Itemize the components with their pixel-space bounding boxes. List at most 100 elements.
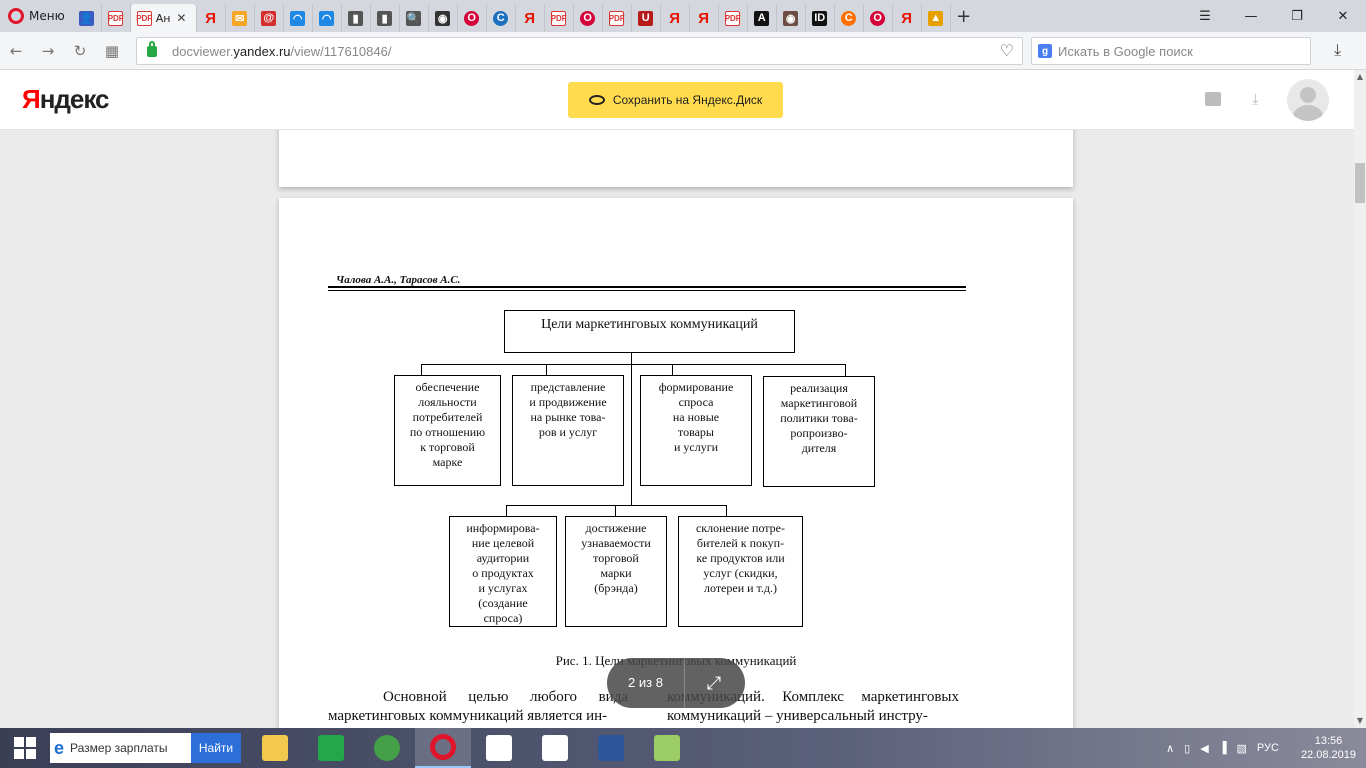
browser-tab[interactable]: O <box>458 4 487 32</box>
opera-icon: O <box>580 10 596 26</box>
blank-document-icon <box>486 735 512 761</box>
browser-tab[interactable]: PDF <box>545 4 574 32</box>
browser-tab[interactable]: Я <box>197 4 226 32</box>
download-icon[interactable]: ⤓ <box>1252 90 1259 108</box>
browser-tab[interactable]: ◠ <box>284 4 313 32</box>
close-icon[interactable]: ✕ <box>176 11 187 25</box>
url-prefix: docviewer. <box>172 43 234 59</box>
taskbar-app[interactable] <box>247 728 303 768</box>
bookmark-heart-icon[interactable]: ♡ <box>999 43 1014 60</box>
browser-tab[interactable]: PDF <box>603 4 632 32</box>
wave-icon: ◠ <box>290 10 306 26</box>
tabs-menu-icon[interactable]: ☰ <box>1199 8 1211 24</box>
speed-dial-icon[interactable]: ▦ <box>104 41 120 60</box>
yandex-icon: Я <box>901 9 913 27</box>
opera-menu-button[interactable]: Меню <box>0 0 73 32</box>
ring-icon: C <box>841 10 857 26</box>
scroll-up-icon[interactable]: ▲ <box>1356 72 1364 81</box>
connector-line <box>672 364 673 375</box>
browser-tab[interactable]: Я <box>516 4 545 32</box>
start-button[interactable] <box>0 728 50 768</box>
browser-tab[interactable]: ▲ <box>922 4 951 32</box>
phone-icon <box>654 735 680 761</box>
downloads-icon[interactable]: ⤓ <box>1334 40 1342 59</box>
browser-tab[interactable]: PDF <box>102 4 131 32</box>
globe-icon: ◉ <box>435 10 451 26</box>
back-arrow-icon[interactable]: ← <box>9 41 23 60</box>
browser-tab[interactable]: A <box>748 4 777 32</box>
fullscreen-icon[interactable]: ⤢ <box>706 672 722 693</box>
scroll-thumb[interactable] <box>1355 163 1365 203</box>
taskbar-app[interactable] <box>303 728 359 768</box>
browser-tab[interactable]: 👤 <box>73 4 102 32</box>
volume-icon[interactable]: ◀ <box>1200 742 1209 755</box>
new-tab-button[interactable]: + <box>956 5 972 27</box>
file-explorer-icon <box>262 735 288 761</box>
disk-icon <box>588 95 605 105</box>
forward-arrow-icon[interactable]: → <box>41 41 55 60</box>
pdf-icon: PDF <box>609 10 625 26</box>
search-field[interactable]: g Искать в Google поиск <box>1031 37 1311 65</box>
taskbar-app[interactable] <box>527 728 583 768</box>
browser-tab[interactable]: O <box>864 4 893 32</box>
language-indicator[interactable]: РУС <box>1256 742 1279 754</box>
browser-tab[interactable]: ◉ <box>777 4 806 32</box>
menu-label: Меню <box>29 9 65 23</box>
diagram-goal-box: достижение узнаваемости торговой марки (… <box>565 516 667 627</box>
address-field[interactable]: docviewer.yandex.ru/view/117610846/ ♡ <box>136 37 1023 65</box>
close-window-button[interactable]: ✕ <box>1337 8 1349 24</box>
browser-tab[interactable]: ◉ <box>429 4 458 32</box>
active-tab-label: Ан <box>155 11 171 25</box>
reload-icon[interactable]: ↻ <box>73 41 87 60</box>
browser-tab[interactable]: O <box>574 4 603 32</box>
clock-time: 13:56 <box>1314 735 1343 747</box>
cyber-icon: C <box>493 10 509 26</box>
vertical-scrollbar[interactable]: ▲ ▼ <box>1354 70 1366 728</box>
taskbar-app[interactable] <box>583 728 639 768</box>
minimize-button[interactable]: — <box>1244 8 1258 24</box>
taskbar-app[interactable] <box>639 728 695 768</box>
browser-tab[interactable]: ID <box>806 4 835 32</box>
browser-tab[interactable]: Я <box>893 4 922 32</box>
chevron-up-icon[interactable]: ∧ <box>1166 742 1175 755</box>
taskbar-search-input[interactable]: e Размер зарплаты <box>50 733 191 763</box>
opera-icon: O <box>870 10 886 26</box>
browser-tab[interactable]: 🔍 <box>400 4 429 32</box>
browser-tab[interactable]: ✉ <box>226 4 255 32</box>
browser-tab[interactable]: @ <box>255 4 284 32</box>
avatar[interactable] <box>1287 79 1329 121</box>
connector-line <box>506 505 727 506</box>
browser-tab[interactable]: ▮ <box>371 4 400 32</box>
taskbar-app[interactable] <box>359 728 415 768</box>
taskbar-app[interactable] <box>415 728 471 768</box>
network-icon[interactable]: ▧ <box>1236 742 1247 755</box>
taskbar-search-button[interactable]: Найти <box>191 733 241 763</box>
page-counter: 2 из 8 <box>607 658 685 708</box>
clock[interactable]: 13:56 22.08.2019 <box>1301 734 1356 762</box>
opera-icon: O <box>464 10 480 26</box>
browser-tab[interactable]: Я <box>661 4 690 32</box>
print-icon[interactable] <box>1205 92 1221 106</box>
pdf-icon: PDF <box>725 10 741 26</box>
signal-icon[interactable]: ▐ <box>1218 742 1227 754</box>
bookmark-icon: U <box>638 10 654 26</box>
browser-tab[interactable]: ▮ <box>342 4 371 32</box>
yandex-logo[interactable]: Яндекс <box>22 84 109 115</box>
browser-tab[interactable]: PDF <box>719 4 748 32</box>
browser-tab[interactable]: C <box>487 4 516 32</box>
search-placeholder: Искать в Google поиск <box>1058 43 1193 59</box>
scroll-down-icon[interactable]: ▼ <box>1356 716 1364 725</box>
word-icon <box>598 735 624 761</box>
browser-tab[interactable]: U <box>632 4 661 32</box>
taskbar-app[interactable] <box>471 728 527 768</box>
restore-button[interactable]: ❐ <box>1291 8 1303 24</box>
idiom-icon: ID <box>812 10 828 26</box>
browser-tab[interactable]: ◠ <box>313 4 342 32</box>
browser-tab[interactable]: C <box>835 4 864 32</box>
system-tray: ∧ ▯ ◀ ▐ ▧ РУС 13:56 22.08.2019 <box>1166 728 1366 768</box>
battery-icon[interactable]: ▯ <box>1184 742 1191 755</box>
save-to-disk-button[interactable]: Сохранить на Яндекс.Диск <box>568 82 783 118</box>
store-icon <box>318 735 344 761</box>
browser-tab[interactable]: Я <box>690 4 719 32</box>
